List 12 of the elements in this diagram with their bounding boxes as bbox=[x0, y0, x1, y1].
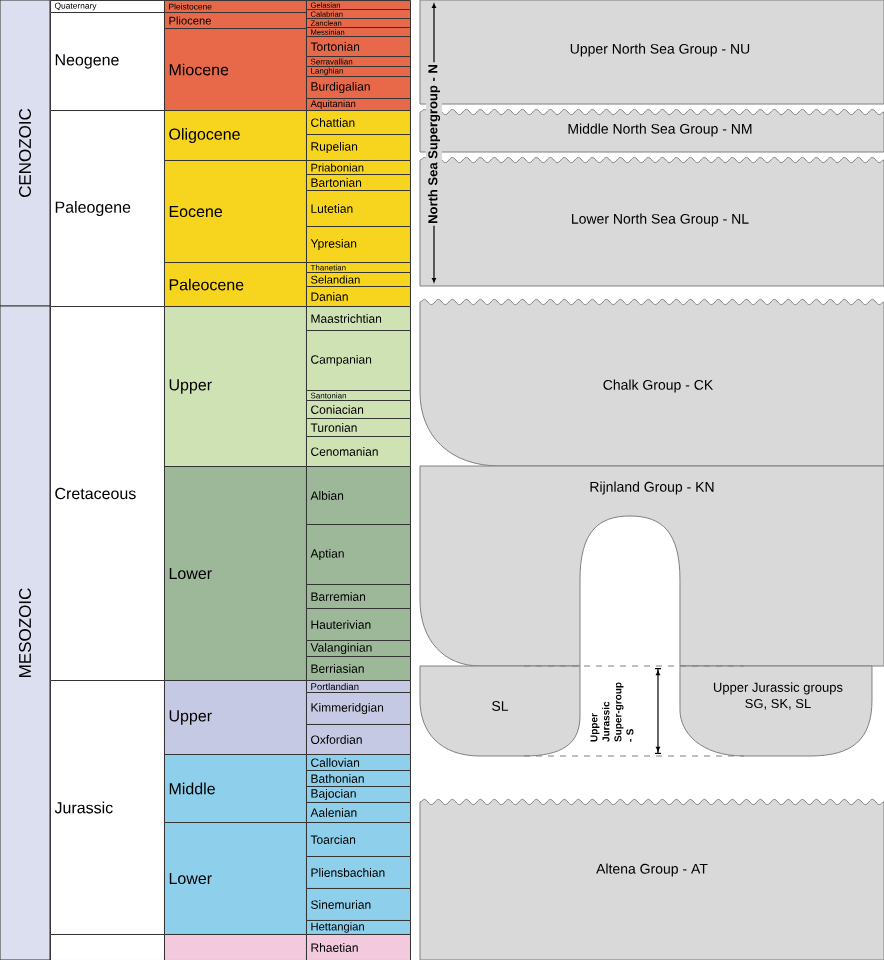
period-cell: Jurassic bbox=[50, 680, 165, 935]
epoch-cell: Middle bbox=[164, 754, 307, 823]
period-cell bbox=[50, 934, 165, 960]
period-cell: Paleogene bbox=[50, 110, 165, 307]
epoch-cell bbox=[164, 934, 307, 960]
epoch-cell: Upper bbox=[164, 680, 307, 755]
era-cell: CENOZOIC bbox=[0, 0, 51, 307]
period-cell: Cretaceous bbox=[50, 306, 165, 681]
epoch-cell: Paleocene bbox=[164, 262, 307, 307]
epoch-cell: Lower bbox=[164, 822, 307, 935]
epoch-cell: Lower bbox=[164, 466, 307, 681]
epoch-cell: Upper bbox=[164, 306, 307, 467]
